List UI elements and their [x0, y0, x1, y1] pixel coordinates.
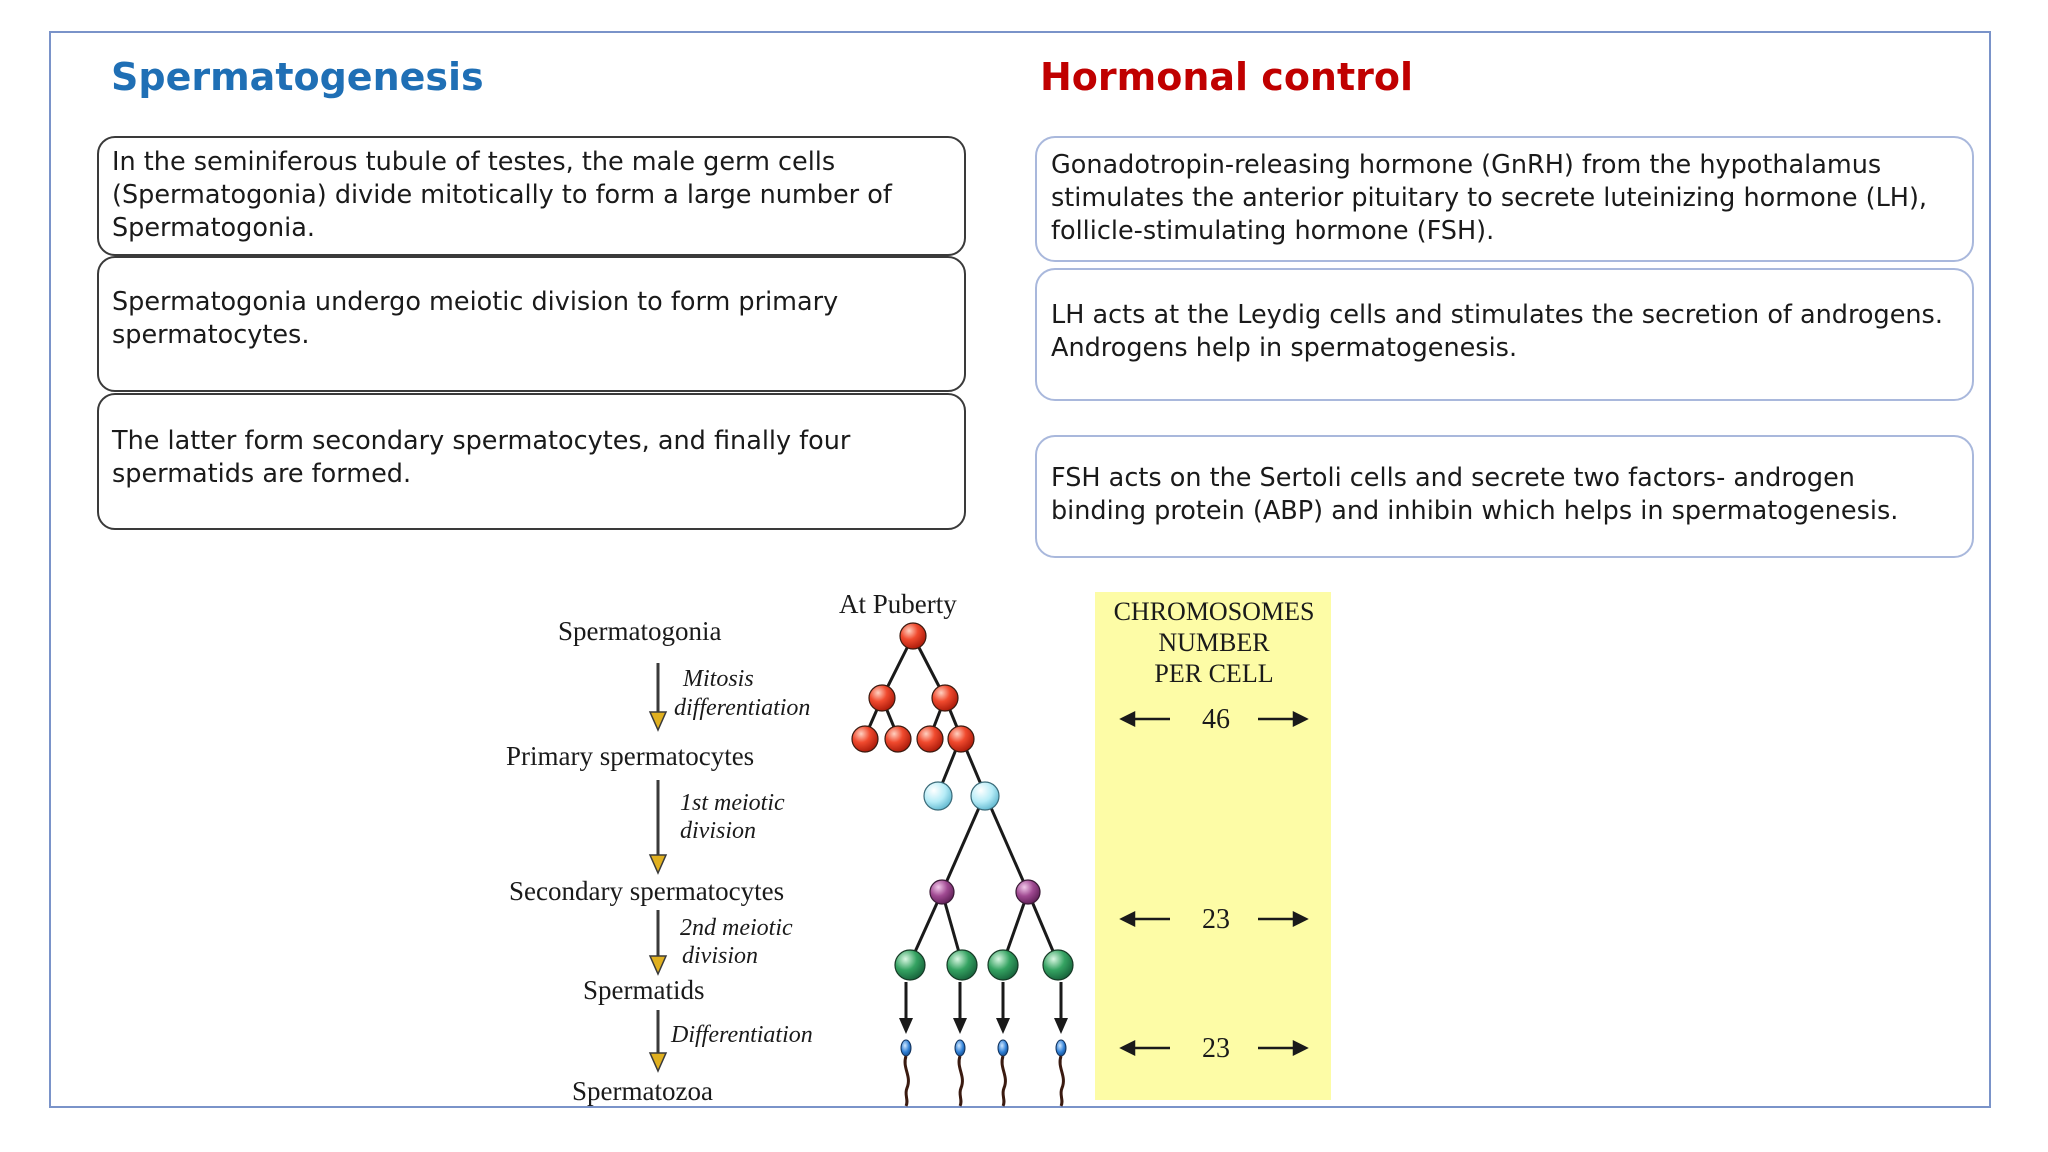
spermatid-cell — [987, 949, 1019, 981]
transition-mitosis: Mitosis — [682, 666, 754, 692]
chromosome-panel-title-line-3: PER CELL — [1154, 659, 1273, 688]
spermatogonium-cell — [884, 725, 912, 753]
chromosome-count-primary: 46 — [1202, 704, 1230, 735]
spermatogonium-cell — [916, 725, 944, 753]
transition-arrow-2 — [648, 780, 668, 875]
chromosome-arrows — [1119, 710, 1309, 1057]
spermatogonium-cell — [899, 622, 927, 650]
spermatozoon — [997, 1039, 1009, 1107]
hormonal-control-heading: Hormonal control — [1040, 55, 1414, 99]
hormonal-point-2: LH acts at the Leydig cells and stimulat… — [1035, 268, 1974, 401]
spermatozoa — [900, 1039, 1067, 1107]
spermatid-cell — [1042, 949, 1074, 981]
transition-arrow-3 — [648, 910, 668, 976]
spermatogonium-cell — [868, 684, 896, 712]
spermatid-cell — [946, 949, 978, 981]
spermatozoon — [900, 1039, 912, 1107]
secondary-spermatocyte-cell — [929, 879, 955, 905]
hormonal-point-1: Gonadotropin-releasing hormone (GnRH) fr… — [1035, 136, 1974, 262]
stage-spermatozoa: Spermatozoa — [572, 1076, 713, 1106]
at-puberty-label: At Puberty — [839, 589, 957, 619]
spermatogenesis-step-1: In the seminiferous tubule of testes, th… — [97, 136, 966, 256]
spermatogenesis-step-3: The latter form secondary spermatocytes,… — [97, 393, 966, 530]
spermatogonium-cell — [931, 684, 959, 712]
slide-frame — [49, 31, 1991, 1108]
transition-1st-meiotic: 1st meiotic — [680, 790, 785, 816]
chromosome-panel — [1095, 592, 1331, 1100]
hormonal-point-3: FSH acts on the Sertoli cells and secret… — [1035, 435, 1974, 558]
stage-spermatids: Spermatids — [583, 975, 705, 1005]
spermatid-cell — [894, 949, 926, 981]
spermatozoon — [1055, 1039, 1067, 1107]
stage-spermatogonia: Spermatogonia — [558, 616, 721, 646]
transition-differentiation-2: Differentiation — [670, 1022, 813, 1048]
chromosome-panel-title-line-2: NUMBER — [1158, 628, 1270, 657]
spermatogonium-cell — [947, 725, 975, 753]
transition-2nd-meiotic: 2nd meiotic — [680, 915, 793, 941]
chromosome-count-secondary: 23 — [1202, 904, 1230, 935]
spermatid-arrowheads — [899, 1018, 1068, 1034]
primary-spermatocyte-cell — [923, 781, 953, 811]
transition-1st-division: division — [680, 818, 756, 844]
spermatogonium-cell — [851, 725, 879, 753]
transition-arrow-1 — [648, 663, 668, 732]
transition-2nd-division: division — [682, 943, 758, 969]
spermatogenesis-step-2: Spermatogonia undergo meiotic division t… — [97, 256, 966, 392]
chromosome-panel-title-line-1: CHROMOSOMES — [1114, 597, 1315, 626]
transition-arrow-4 — [648, 1010, 668, 1073]
spermatozoon — [954, 1039, 966, 1107]
stage-primary-spermatocytes: Primary spermatocytes — [506, 741, 754, 771]
transition-arrows — [648, 663, 668, 1073]
chromosome-count-spermatids: 23 — [1202, 1033, 1230, 1064]
stage-secondary-spermatocytes: Secondary spermatocytes — [509, 876, 784, 906]
secondary-spermatocyte-cell — [1015, 879, 1041, 905]
spermatogenesis-heading: Spermatogenesis — [111, 55, 484, 99]
primary-spermatocyte-cell — [970, 781, 1000, 811]
transition-differentiation-1: differentiation — [674, 695, 810, 721]
